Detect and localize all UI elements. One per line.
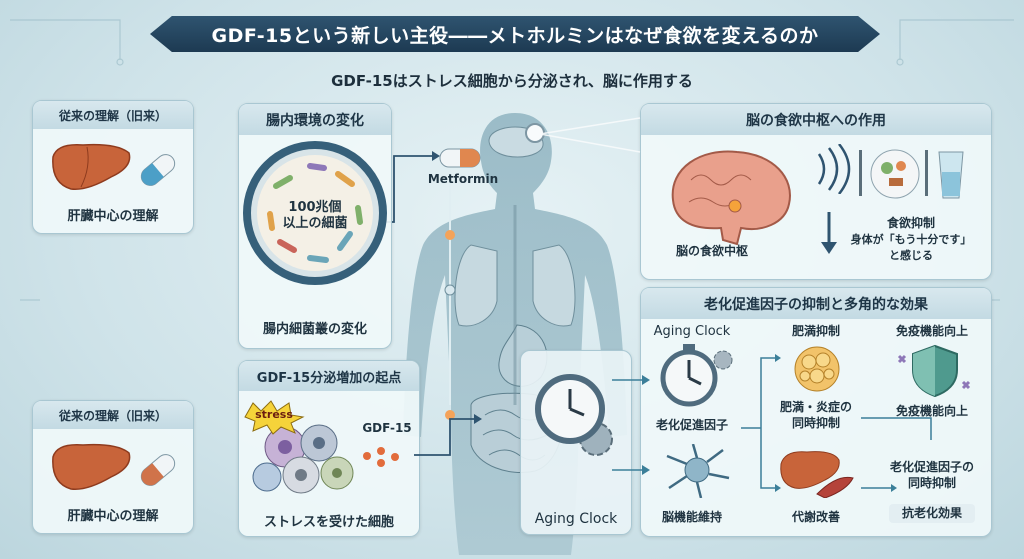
head-to-brain-connector <box>540 117 641 153</box>
brain-panel-title: 脳の食欲中枢への作用 <box>641 104 991 135</box>
traditional-panel-bottom: 従来の理解（旧来） 肝臓中心の理解 <box>32 400 194 534</box>
pill-icon <box>140 154 176 186</box>
stressed-cells-illustration <box>252 424 354 494</box>
aging-suppression-line1: 老化促進因子の <box>889 460 974 474</box>
gut-panel-title: 腸内環境の変化 <box>239 104 391 135</box>
brain-icon <box>671 150 791 246</box>
appetite-suppression-line2: 身体が「もう十分です」 <box>850 233 972 246</box>
anti-aging-label: 抗老化効果 <box>889 504 975 523</box>
immune-title: 免疫機能向上 <box>895 324 968 338</box>
fat-cells-icon <box>794 346 840 392</box>
gdf15-molecules-icon <box>363 447 399 467</box>
stress-burst-icon <box>244 400 305 435</box>
brain-appetite-panel: 脳の食欲中枢への作用 脳の食欲中枢 食欲抑制 身体が「もう十分です」 と感じる <box>640 103 992 280</box>
page-subtitle: GDF-15はストレス細胞から分泌され、脳に作用する <box>331 72 693 90</box>
liver-icon <box>52 143 131 190</box>
gdf15-label: GDF-15 <box>362 421 412 435</box>
appetite-suppression-title: 食欲抑制 <box>886 216 935 230</box>
aging-factor-label: 老化促進因子 <box>655 418 728 432</box>
metformin-pill-icon <box>439 148 481 168</box>
gdf15-origin-panel: GDF-15分泌増加の起点 stress GDF-15 ストレスを受けた細胞 <box>238 360 420 537</box>
appetite-suppression-line3: と感じる <box>889 249 933 262</box>
metformin-label: Metformin <box>427 172 499 186</box>
gut-panel-caption: 腸内細菌叢の変化 <box>262 322 367 337</box>
obesity-caption-2: 同時抑制 <box>791 416 840 430</box>
brain-center-label: 脳の食欲中枢 <box>675 244 748 258</box>
aging-suppression-line2: 同時抑制 <box>907 476 956 490</box>
page-title: GDF-15という新しい主役――メトホルミンはなぜ食欲を変えるのか <box>211 24 819 47</box>
gdf15-to-body-arrow <box>414 414 482 456</box>
effects-connector-lines <box>741 354 932 492</box>
pill-icon <box>140 454 176 486</box>
multi-effect-panel: 老化促進因子の抑制と多角的な効果 Aging Clock 老化促進因子 脳機能維… <box>640 287 992 537</box>
clock-gear-icon <box>535 374 613 456</box>
gut-environment-panel: 腸内環境の変化 100兆個 以上の細菌 腸内細菌叢の変化 <box>238 103 392 349</box>
bacteria-count-label: 100兆個 以上の細菌 <box>282 200 348 231</box>
liver-icon <box>52 443 131 490</box>
gdf15-panel-title: GDF-15分泌増加の起点 <box>239 361 419 391</box>
gdf15-panel-caption: ストレスを受けた細胞 <box>263 515 394 530</box>
bacteria-circle-illustration <box>243 141 387 285</box>
traditional-panel-top: 従来の理解（旧来） 肝臓中心の理解 <box>32 100 194 234</box>
meal-plate-icon <box>859 149 964 199</box>
neuron-icon <box>666 444 730 498</box>
traditional-panel-caption: 肝臓中心の理解 <box>67 209 159 224</box>
traditional-panel-caption: 肝臓中心の理解 <box>67 509 159 524</box>
aging-clock-label: Aging Clock <box>653 324 731 339</box>
traditional-panel-title: 従来の理解（旧来） <box>33 101 193 129</box>
brain-function-label: 脳機能維持 <box>661 510 722 524</box>
stopwatch-icon <box>660 344 733 407</box>
down-arrow-icon <box>821 212 837 254</box>
shield-icon <box>897 344 971 398</box>
aging-to-effects-arrow <box>612 375 650 475</box>
signal-waves-icon <box>817 144 851 194</box>
metabolism-label: 代謝改善 <box>791 510 840 524</box>
title-banner: GDF-15という新しい主役――メトホルミンはなぜ食欲を変えるのか <box>150 16 880 52</box>
aging-clock-card: Aging Clock <box>520 350 632 535</box>
liver-muscle-icon <box>780 451 854 498</box>
obesity-caption-1: 肥満・炎症の <box>779 400 852 414</box>
effects-panel-title: 老化促進因子の抑制と多角的な効果 <box>641 288 991 319</box>
immune-caption: 免疫機能向上 <box>895 404 968 418</box>
aging-clock-center-label: Aging Clock <box>534 511 618 527</box>
traditional-panel-title: 従来の理解（旧来） <box>33 401 193 429</box>
obesity-suppression-title: 肥満抑制 <box>791 324 840 338</box>
stress-label: stress <box>255 408 293 421</box>
